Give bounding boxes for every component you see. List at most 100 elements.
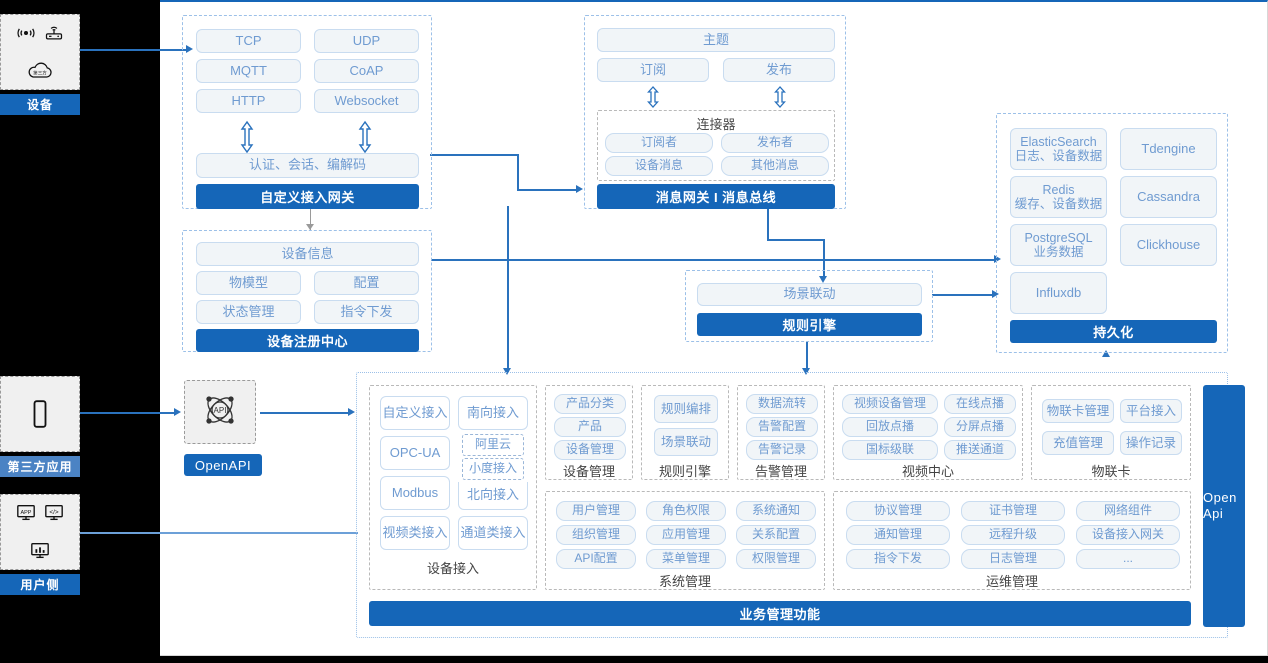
- chip-custom-access[interactable]: 自定义接入: [380, 396, 450, 430]
- wifi-signal-icon: [13, 21, 39, 45]
- chip-scene-linkage-biz[interactable]: 场景联动: [654, 428, 718, 456]
- chip-push-channel[interactable]: 推送通道: [944, 440, 1016, 460]
- chip-coap[interactable]: CoAP: [314, 59, 419, 83]
- bar-rule-engine[interactable]: 规则引擎: [697, 313, 922, 336]
- chip-northbound-access[interactable]: 北向接入: [458, 482, 528, 510]
- chip-product-category[interactable]: 产品分类: [554, 394, 626, 414]
- chip-notice-mgmt[interactable]: 通知管理: [846, 525, 950, 545]
- bar-device-registry[interactable]: 设备注册中心: [196, 329, 419, 352]
- chip-split-screen-play[interactable]: 分屏点播: [944, 417, 1016, 437]
- chip-protocol-mgmt[interactable]: 协议管理: [846, 501, 950, 521]
- connector-msg-persist-1: [767, 206, 769, 240]
- openapi-badge: API: [184, 380, 256, 444]
- chip-influxdb[interactable]: Influxdb: [1010, 272, 1107, 314]
- chip-api-config[interactable]: API配置: [556, 549, 636, 569]
- chip-playback[interactable]: 回放点播: [842, 417, 938, 437]
- connector-rule-to-business: [806, 342, 808, 372]
- chip-app-mgmt[interactable]: 应用管理: [646, 525, 726, 545]
- chip-user-mgmt[interactable]: 用户管理: [556, 501, 636, 521]
- chip-southbound-access[interactable]: 南向接入: [458, 396, 528, 430]
- chip-postgresql[interactable]: PostgreSQL 业务数据: [1010, 224, 1107, 266]
- arrow-device-to-gateway: [186, 45, 193, 53]
- chip-network-component[interactable]: 网络组件: [1076, 501, 1180, 521]
- arrow-rule-persistence: [992, 290, 999, 298]
- chip-remote-upgrade[interactable]: 远程升级: [961, 525, 1065, 545]
- chip-device-access-gateway[interactable]: 设备接入网关: [1076, 525, 1180, 545]
- chip-thing-model[interactable]: 物模型: [196, 271, 301, 295]
- chip-udp[interactable]: UDP: [314, 29, 419, 53]
- chip-tcp[interactable]: TCP: [196, 29, 301, 53]
- chip-auth-session-codec[interactable]: 认证、会话、编解码: [196, 153, 419, 178]
- openapi-label[interactable]: OpenAPI: [184, 454, 262, 476]
- bar-custom-access-gateway[interactable]: 自定义接入网关: [196, 184, 419, 209]
- chip-device-info[interactable]: 设备信息: [196, 242, 419, 266]
- rail-group-user-side: APP </> 用户侧: [0, 494, 80, 595]
- bar-message-gateway-bus[interactable]: 消息网关 I 消息总线: [597, 184, 835, 209]
- chip-command-dispatch[interactable]: 指令下发: [314, 300, 419, 324]
- chip-alarm-record[interactable]: 告警记录: [746, 440, 818, 460]
- rail-label-third-party: 第三方应用: [0, 456, 80, 477]
- chip-command-dispatch-ops[interactable]: 指令下发: [846, 549, 950, 569]
- chip-platform-access[interactable]: 平台接入: [1120, 399, 1182, 423]
- chip-topic[interactable]: 主题: [597, 28, 835, 52]
- api-atom-icon: API: [198, 390, 242, 435]
- bar-business-management[interactable]: 业务管理功能: [369, 601, 1191, 626]
- chip-opc-ua[interactable]: OPC-UA: [380, 436, 450, 470]
- chip-certificate-mgmt[interactable]: 证书管理: [961, 501, 1065, 521]
- chip-publish[interactable]: 发布: [723, 58, 835, 82]
- alarm-mgmt-group: 数据流转 告警配置 告警记录 告警管理: [737, 385, 825, 480]
- bidirectional-arrow-left-icon: [239, 120, 255, 154]
- app-window-icon: APP: [13, 501, 39, 525]
- chip-websocket[interactable]: Websocket: [314, 89, 419, 113]
- chip-publisher[interactable]: 发布者: [721, 133, 829, 153]
- chip-subscriber[interactable]: 订阅者: [605, 133, 713, 153]
- chip-device-message[interactable]: 设备消息: [605, 156, 713, 176]
- chip-tdengine[interactable]: Tdengine: [1120, 128, 1217, 170]
- chip-recharge-mgmt[interactable]: 充值管理: [1042, 431, 1114, 455]
- openapi-side-bar[interactable]: Open Api: [1203, 385, 1245, 627]
- chip-channel-access[interactable]: 通道类接入: [458, 516, 528, 550]
- chip-operation-record[interactable]: 操作记录: [1120, 431, 1182, 455]
- arrow-gw-to-msg: [576, 185, 583, 193]
- chip-other-message[interactable]: 其他消息: [721, 156, 829, 176]
- chip-modbus[interactable]: Modbus: [380, 476, 450, 510]
- chip-log-mgmt[interactable]: 日志管理: [961, 549, 1065, 569]
- chip-alarm-config[interactable]: 告警配置: [746, 417, 818, 437]
- chip-menu-mgmt[interactable]: 菜单管理: [646, 549, 726, 569]
- arrow-rule-business: [802, 368, 810, 375]
- chip-mqtt[interactable]: MQTT: [196, 59, 301, 83]
- chip-rule-orchestration[interactable]: 规则编排: [654, 395, 718, 423]
- chip-aliyun[interactable]: 阿里云: [462, 434, 524, 456]
- chip-xiaodu-access[interactable]: 小度接入: [462, 458, 524, 480]
- chip-system-notice[interactable]: 系统通知: [736, 501, 816, 521]
- chip-config[interactable]: 配置: [314, 271, 419, 295]
- video-center-group: 视频设备管理 在线点播 回放点播 分屏点播 国标级联 推送通道 视频中心: [833, 385, 1023, 480]
- chip-clickhouse[interactable]: Clickhouse: [1120, 224, 1217, 266]
- rail-group-third-party: 第三方应用: [0, 376, 80, 477]
- chip-video-device-mgmt[interactable]: 视频设备管理: [842, 394, 938, 414]
- chip-iot-card-mgmt[interactable]: 物联卡管理: [1042, 399, 1114, 423]
- chip-elasticsearch-sub: 日志、设备数据: [1014, 149, 1103, 163]
- chip-product[interactable]: 产品: [554, 417, 626, 437]
- chip-data-flow[interactable]: 数据流转: [746, 394, 818, 414]
- chip-subscribe[interactable]: 订阅: [597, 58, 709, 82]
- third-party-icon-box: [0, 376, 80, 452]
- chip-cassandra[interactable]: Cassandra: [1120, 176, 1217, 218]
- chip-gb-cascade[interactable]: 国标级联: [842, 440, 938, 460]
- chip-permission-mgmt[interactable]: 权限管理: [736, 549, 816, 569]
- bar-persistence[interactable]: 持久化: [1010, 320, 1217, 343]
- chip-video-access[interactable]: 视频类接入: [380, 516, 450, 550]
- ops-mgmt-group: 协议管理 证书管理 网络组件 通知管理 远程升级 设备接入网关 指令下发 日志管…: [833, 491, 1191, 590]
- chip-org-mgmt[interactable]: 组织管理: [556, 525, 636, 545]
- chip-elasticsearch[interactable]: ElasticSearch 日志、设备数据: [1010, 128, 1107, 170]
- chip-online-play[interactable]: 在线点播: [944, 394, 1016, 414]
- caption-device-mgmt: 设备管理: [562, 464, 615, 479]
- chip-relation-config[interactable]: 关系配置: [736, 525, 816, 545]
- chip-state-mgmt[interactable]: 状态管理: [196, 300, 301, 324]
- chip-role-permission[interactable]: 角色权限: [646, 501, 726, 521]
- chip-more[interactable]: ...: [1076, 549, 1180, 569]
- chip-scene-linkage[interactable]: 场景联动: [697, 283, 922, 306]
- chip-http[interactable]: HTTP: [196, 89, 301, 113]
- chip-device-mgmt[interactable]: 设备管理: [554, 440, 626, 460]
- chip-redis[interactable]: Redis 缓存、设备数据: [1010, 176, 1107, 218]
